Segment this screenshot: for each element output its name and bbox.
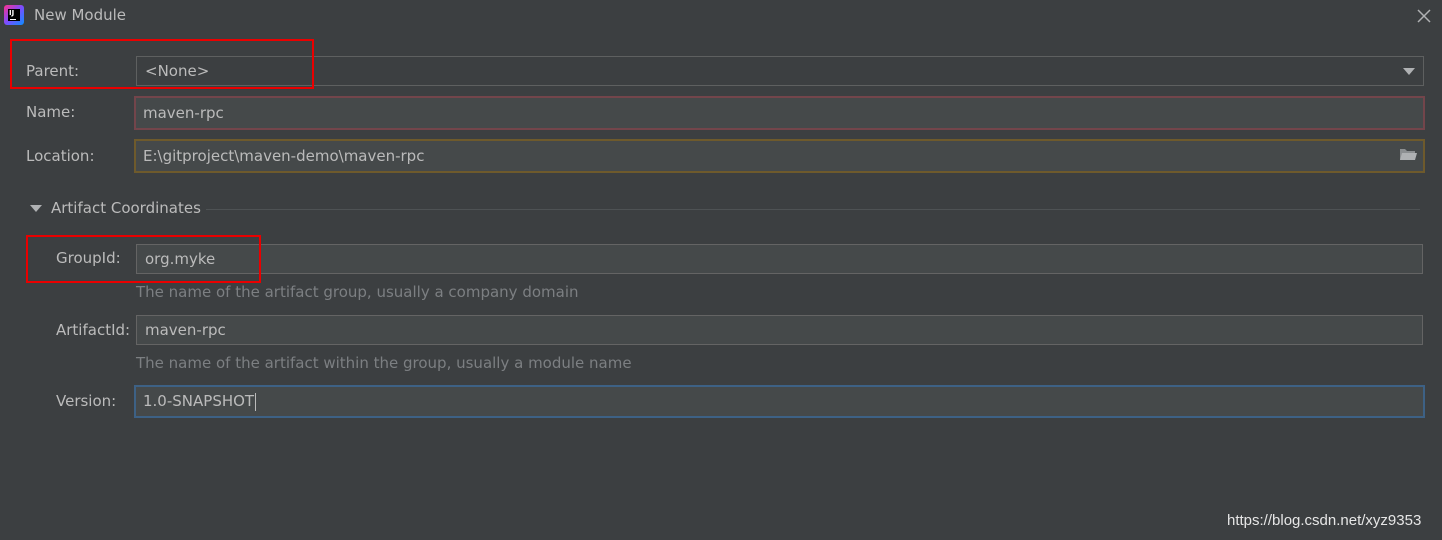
- close-icon[interactable]: [1413, 5, 1435, 27]
- section-title[interactable]: Artifact Coordinates: [51, 199, 201, 217]
- annotation-box-groupid: [26, 235, 261, 283]
- window-title: New Module: [34, 6, 127, 24]
- version-label: Version:: [56, 392, 117, 410]
- parent-select[interactable]: <None>: [136, 56, 1424, 86]
- location-label: Location:: [26, 147, 95, 165]
- watermark: https://blog.csdn.net/xyz9353: [1227, 512, 1422, 529]
- artifactid-label: ArtifactId:: [56, 321, 131, 339]
- artifactid-hint: The name of the artifact within the grou…: [136, 354, 632, 372]
- artifactid-input[interactable]: maven-rpc: [136, 315, 1423, 345]
- groupid-input[interactable]: org.myke: [136, 244, 1423, 274]
- parent-label: Parent:: [26, 62, 80, 80]
- name-input[interactable]: maven-rpc: [134, 96, 1425, 130]
- location-input-value: E:\gitproject\maven-demo\maven-rpc: [143, 147, 425, 165]
- version-input-value: 1.0-SNAPSHOT: [143, 392, 255, 410]
- version-input[interactable]: 1.0-SNAPSHOT: [134, 385, 1425, 418]
- name-label: Name:: [26, 103, 76, 121]
- location-input[interactable]: E:\gitproject\maven-demo\maven-rpc: [134, 139, 1425, 173]
- folder-icon[interactable]: [1399, 147, 1417, 161]
- chevron-down-icon[interactable]: [1403, 68, 1415, 75]
- section-collapse-icon[interactable]: [30, 205, 42, 212]
- groupid-label: GroupId:: [56, 249, 121, 267]
- intellij-app-icon: IJ: [4, 5, 24, 25]
- text-cursor: [255, 392, 257, 411]
- section-divider: [206, 209, 1420, 210]
- parent-select-value: <None>: [145, 62, 210, 80]
- title-bar: IJ New Module: [0, 0, 1442, 34]
- annotation-box-parent: [10, 39, 314, 89]
- groupid-hint: The name of the artifact group, usually …: [136, 283, 579, 301]
